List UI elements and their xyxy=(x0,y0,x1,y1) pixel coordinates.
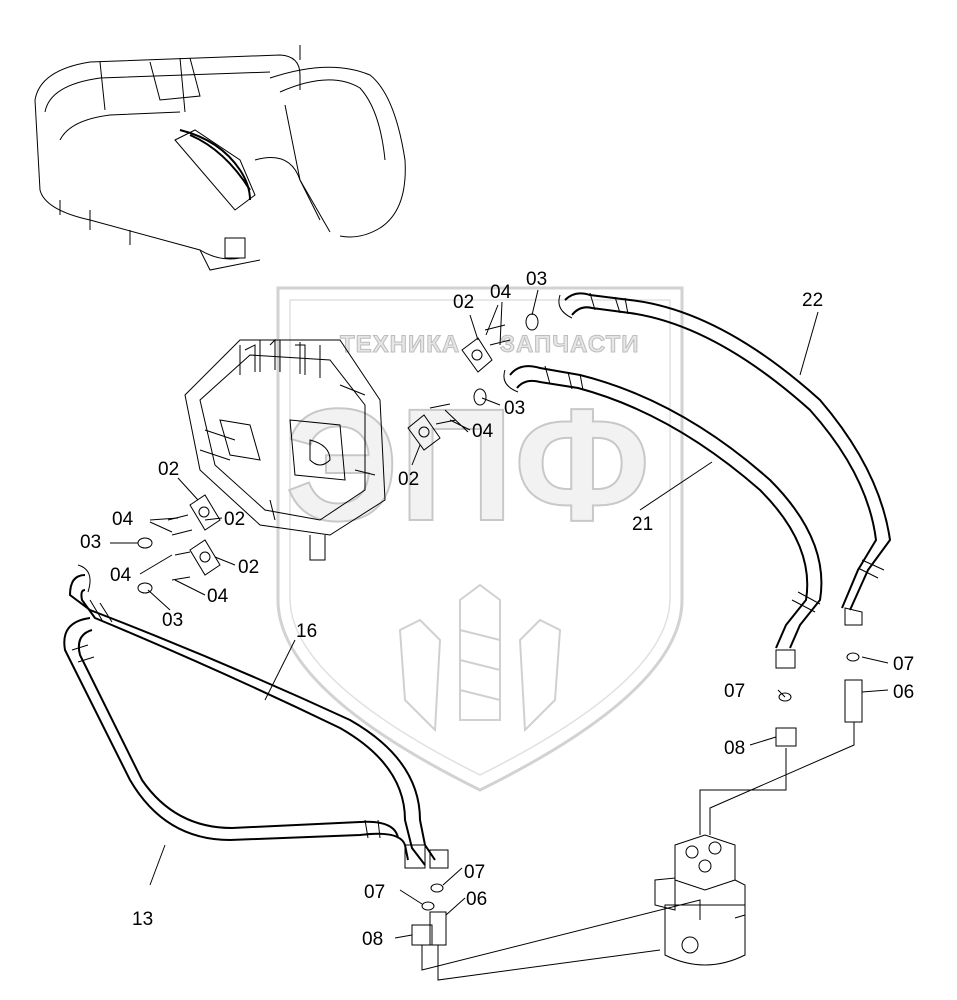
control-valve xyxy=(184,338,386,561)
label-07-a: 07 xyxy=(893,654,914,675)
label-21: 21 xyxy=(632,514,653,535)
label-03-d: 03 xyxy=(162,610,183,631)
watermark-right-text: ЗАПЧАСТИ xyxy=(500,331,640,358)
watermark-left-text: ТЕХНИКА xyxy=(340,331,460,358)
excavator-overview xyxy=(34,45,406,271)
hose-13 xyxy=(63,617,426,869)
hose-16 xyxy=(68,564,449,869)
hose-21 xyxy=(503,365,823,669)
lower-fittings xyxy=(411,652,863,946)
watermark: ТЕХНИКА ЗАПЧАСТИ ЭПФ xyxy=(276,286,684,792)
label-03-c: 03 xyxy=(80,532,101,553)
label-03-b: 03 xyxy=(504,398,525,419)
label-16: 16 xyxy=(296,621,317,642)
hose-22 xyxy=(558,292,892,626)
wheat-icon xyxy=(398,583,562,733)
watermark-shield xyxy=(276,286,684,792)
label-04-b: 04 xyxy=(472,421,494,442)
label-04-d: 04 xyxy=(110,565,132,586)
label-13: 13 xyxy=(132,909,153,930)
label-02-a: 02 xyxy=(453,292,474,313)
label-02-b: 02 xyxy=(398,469,419,490)
leader-lines xyxy=(110,289,889,981)
label-07-d: 07 xyxy=(364,882,385,903)
label-08-a: 08 xyxy=(724,738,745,759)
left-flanges xyxy=(137,494,221,594)
label-08-b: 08 xyxy=(362,929,383,950)
label-07-b: 07 xyxy=(724,681,745,702)
label-06-b: 06 xyxy=(466,889,487,910)
swivel-joint xyxy=(654,834,746,966)
label-02-c: 02 xyxy=(158,459,179,480)
label-06-a: 06 xyxy=(893,682,914,703)
label-02-e: 02 xyxy=(238,557,259,578)
label-07-c: 07 xyxy=(464,862,485,883)
label-22: 22 xyxy=(802,290,823,311)
label-02-d: 02 xyxy=(224,509,245,530)
callout-labels: 02 04 03 22 03 04 02 21 02 04 02 03 04 0… xyxy=(80,269,914,950)
label-04-e: 04 xyxy=(207,586,229,607)
label-03-a: 03 xyxy=(526,269,547,290)
label-04-c: 04 xyxy=(112,509,134,530)
watermark-big-text: ЭПФ xyxy=(285,375,650,554)
label-04-a: 04 xyxy=(490,282,512,303)
